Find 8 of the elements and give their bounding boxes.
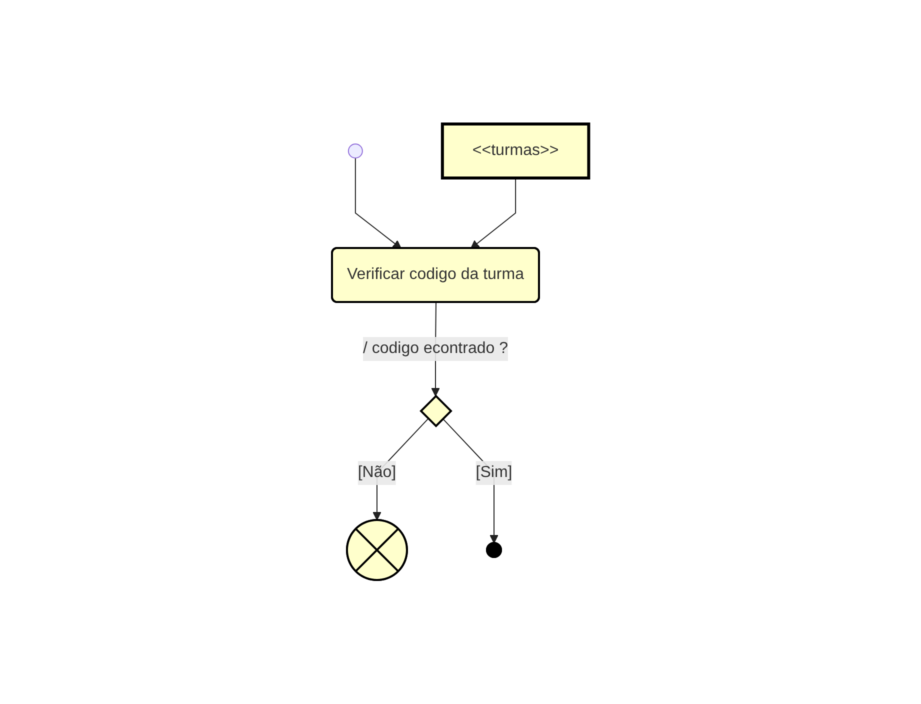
edge-label: / codigo econtrado ? bbox=[363, 340, 508, 357]
node-circle bbox=[348, 144, 364, 158]
arrow bbox=[470, 178, 516, 249]
node-box: <<turmas>> bbox=[441, 122, 590, 180]
arrow bbox=[355, 158, 402, 249]
node-diamond bbox=[420, 394, 453, 428]
edge-label: [Sim] bbox=[476, 464, 512, 481]
edge-label: [Não] bbox=[358, 464, 396, 481]
